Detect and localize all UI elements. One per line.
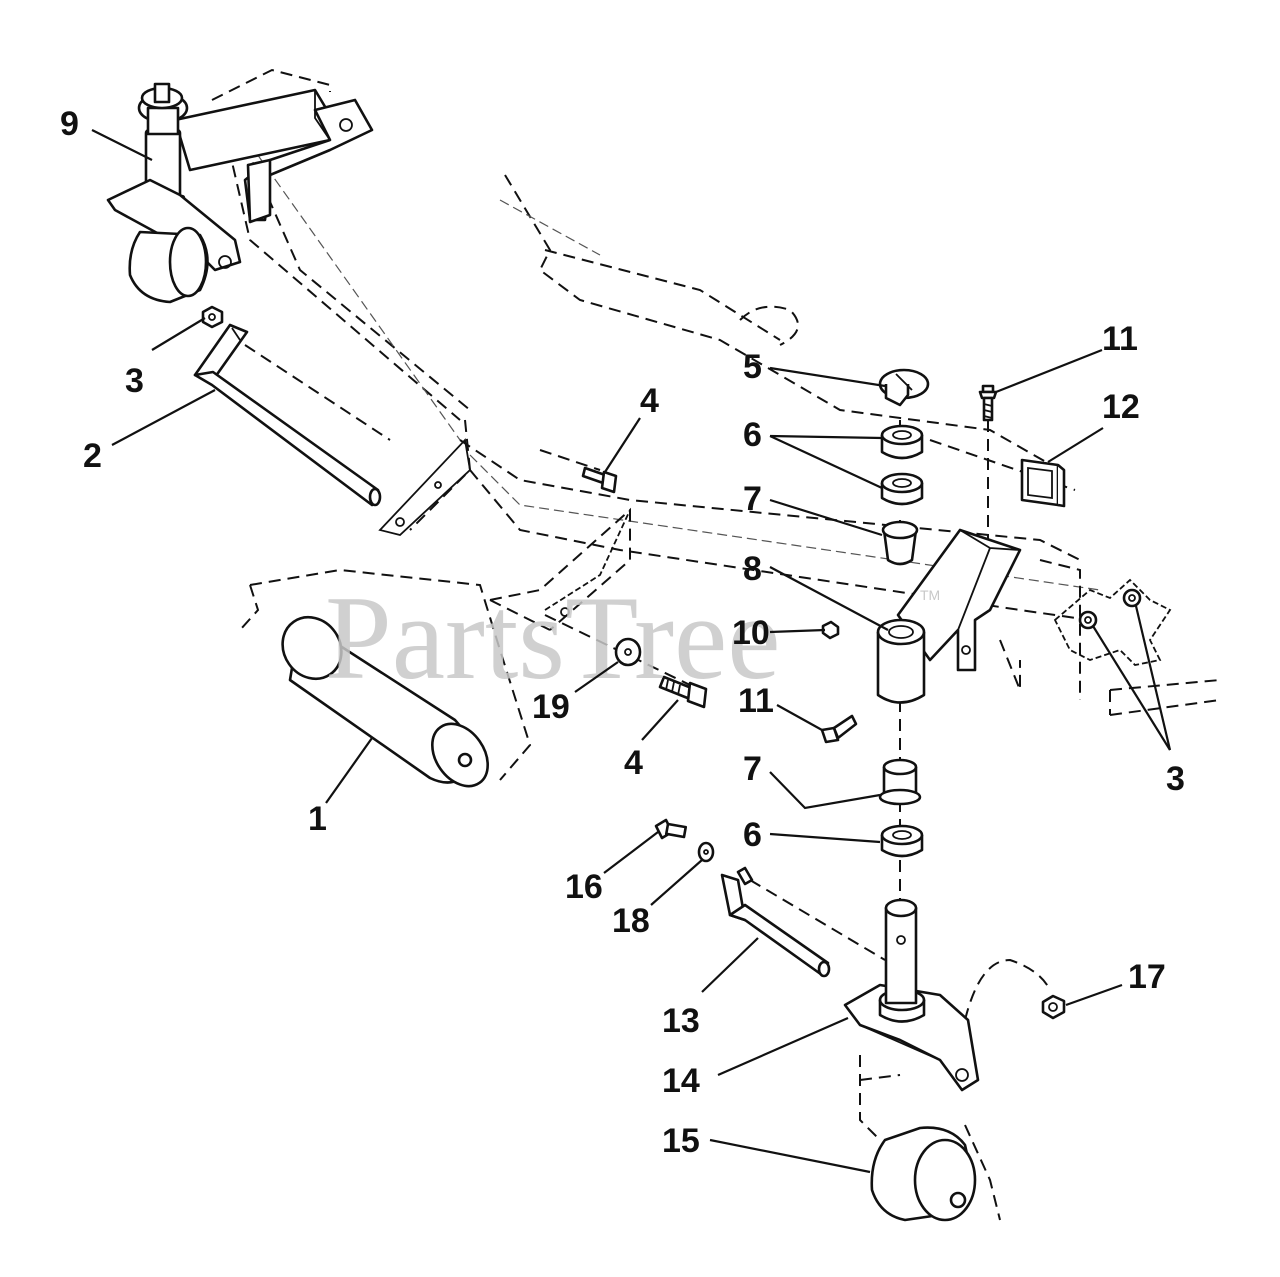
callout-5: 5 [743, 348, 762, 386]
callout-6-lower: 6 [743, 816, 762, 854]
callout-10: 10 [732, 614, 770, 652]
callout-2: 2 [83, 437, 102, 475]
callout-labels: 9 3 2 4 5 11 12 6 7 8 10 19 4 1 11 7 3 6… [60, 105, 1185, 1160]
callout-13: 13 [662, 1002, 700, 1040]
callout-16: 16 [565, 868, 603, 906]
callout-18: 18 [612, 902, 650, 940]
callout-1: 1 [308, 800, 327, 838]
mount-plate-left [378, 438, 631, 617]
caster-fork-lower [843, 898, 980, 1092]
callout-12: 12 [1102, 388, 1140, 426]
callout-14: 14 [662, 1062, 700, 1100]
flange-nut-left [201, 305, 224, 329]
caster-tube-weldment [876, 528, 1022, 704]
bushing-top [880, 424, 924, 460]
caster-pin [137, 82, 189, 212]
callout-11-upper: 11 [1102, 320, 1138, 358]
callout-4-lower: 4 [624, 744, 643, 782]
watermark: PartsTree TM [325, 571, 940, 704]
hex-bolt-upper [581, 466, 618, 494]
bolt-16 [654, 818, 688, 840]
callout-17: 17 [1128, 958, 1166, 996]
watermark-text: PartsTree [325, 571, 781, 704]
hex-bolt-lower [658, 675, 708, 709]
square-plug [1020, 458, 1066, 508]
side-bracket [1053, 578, 1172, 666]
callout-6-upper: 6 [743, 416, 762, 454]
washer-18 [697, 841, 715, 863]
roller-axle [193, 323, 382, 507]
washer-19 [614, 637, 642, 667]
bolt-11-upper [978, 384, 998, 422]
dust-cap [878, 368, 930, 407]
callout-9: 9 [60, 105, 79, 143]
caster-wheel-upper [128, 226, 209, 304]
callout-11-lower: 11 [738, 682, 774, 720]
callout-19: 19 [532, 688, 570, 726]
leader-lines [91, 129, 1172, 1174]
callout-3-left: 3 [125, 362, 144, 400]
bushing-mid [880, 472, 924, 506]
callout-15: 15 [662, 1122, 700, 1160]
callout-8: 8 [743, 550, 762, 588]
roller [281, 615, 489, 788]
watermark-tm: TM [920, 587, 940, 603]
caster-wheel-lower [870, 1126, 977, 1222]
bushing-low [880, 824, 924, 858]
flange-bushing-top [881, 520, 919, 566]
bolt-11-lower [820, 714, 858, 744]
callout-7-lower: 7 [743, 750, 762, 788]
caster-axle-lower [720, 866, 831, 978]
flange-bushing-low [878, 758, 922, 806]
callout-7-upper: 7 [743, 480, 762, 518]
flange-nut-17 [1041, 994, 1066, 1020]
nut-10 [821, 620, 840, 640]
caster-fork-upper [106, 178, 242, 272]
callout-4-upper: 4 [640, 382, 659, 420]
caster-arm-upper [173, 88, 374, 224]
callout-3-right: 3 [1166, 760, 1185, 798]
